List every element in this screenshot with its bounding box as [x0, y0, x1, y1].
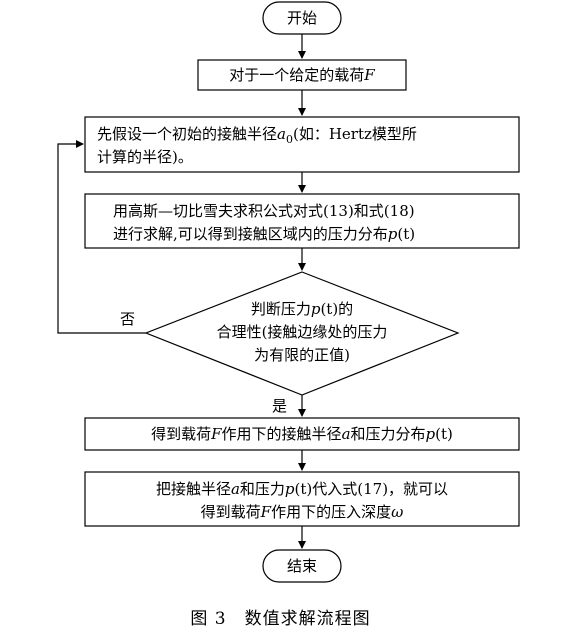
solve-line1: 用高斯—切比雪夫求积公式对式(13)和式(18) [113, 202, 415, 220]
start-terminal: 开始 [262, 1, 342, 35]
assume-radius-line2: 计算的半径)。 [97, 148, 193, 166]
decision-line3: 为有限的正值) [254, 346, 350, 364]
decision-diamond: 判断压力p(t)的 合理性(接触边缘处的压力 为有限的正值) [144, 271, 460, 396]
given-load-box: 对于一个给定的载荷F [197, 59, 407, 91]
branch-no-label: 否 [120, 310, 135, 328]
given-load-text: 对于一个给定的载荷F [229, 66, 375, 84]
solve-box: 用高斯—切比雪夫求积公式对式(13)和式(18) 进行求解,可以得到接触区域内的… [84, 193, 520, 249]
result-text: 得到载荷F作用下的接触半径a和压力分布p(t) [151, 425, 453, 443]
substitute-line2: 得到载荷F作用下的压入深度ω [201, 503, 404, 521]
result-box: 得到载荷F作用下的接触半径a和压力分布p(t) [84, 417, 520, 451]
decision-line2: 合理性(接触边缘处的压力 [217, 323, 388, 341]
assume-radius-line1: 先假设一个初始的接触半径a0(如：Hertz模型所 [97, 125, 417, 146]
decision-line1: 判断压力p(t)的 [251, 300, 353, 318]
solve-line2: 进行求解,可以得到接触区域内的压力分布p(t) [113, 225, 415, 243]
end-label: 结束 [287, 557, 317, 575]
arrow-no-loop [57, 140, 146, 334]
substitute-box: 把接触半径a和压力p(t)代入式(17)，就可以 得到载荷F作用下的压入深度ω [84, 471, 520, 527]
figure-caption: 图 3 数值求解流程图 [190, 609, 371, 629]
assume-radius-box: 先假设一个初始的接触半径a0(如：Hertz模型所 计算的半径)。 [84, 116, 520, 173]
start-label: 开始 [287, 9, 317, 27]
substitute-line1: 把接触半径a和压力p(t)代入式(17)，就可以 [156, 480, 448, 498]
end-terminal: 结束 [262, 549, 342, 583]
branch-yes-label: 是 [272, 397, 287, 415]
